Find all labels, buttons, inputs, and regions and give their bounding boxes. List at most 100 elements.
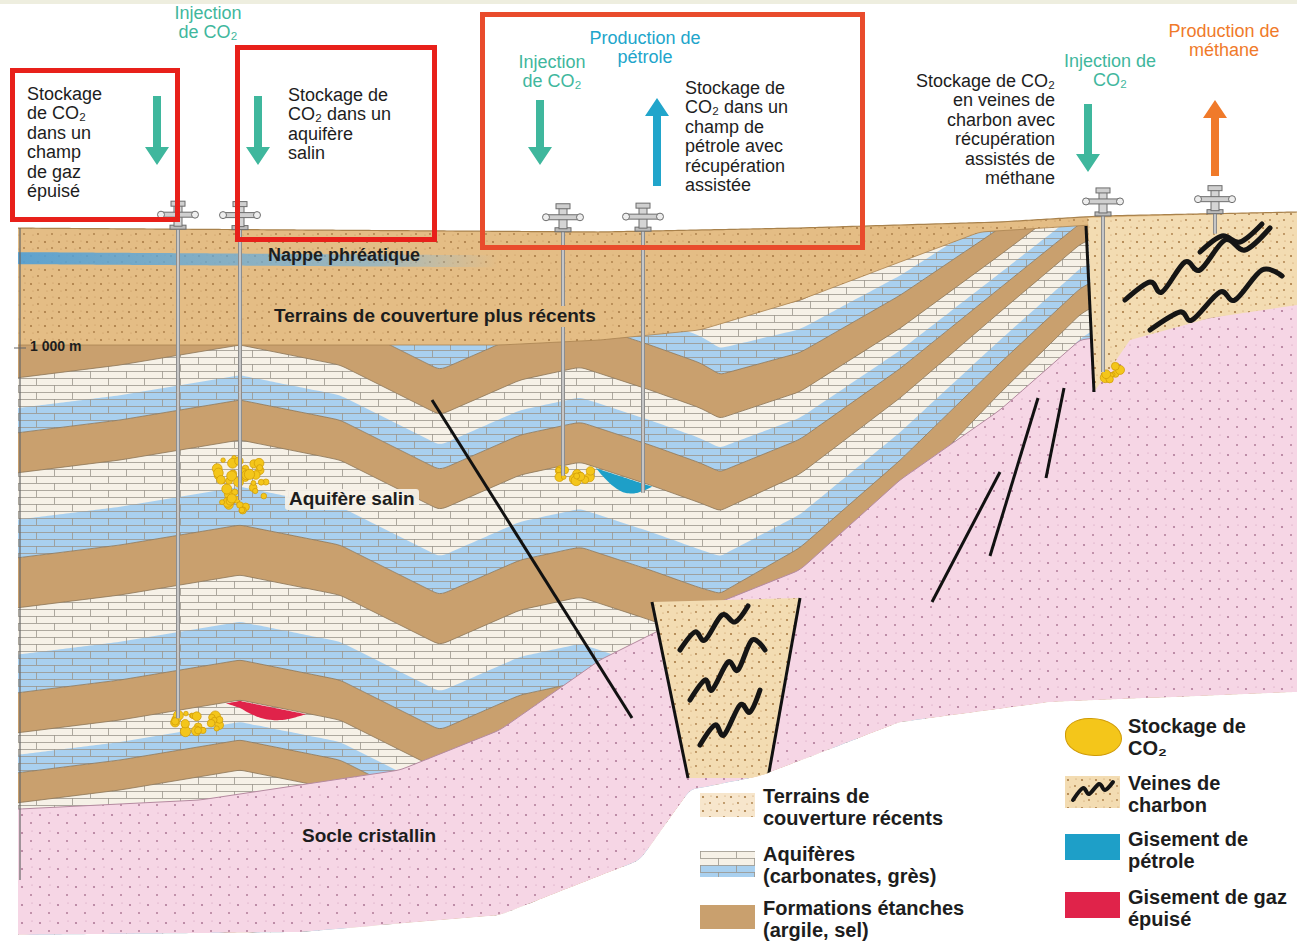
box-text: Stockage de CO₂ dans un champ de gaz épu… (27, 85, 103, 202)
co2-bubble (257, 465, 263, 471)
well-pipe-core (562, 232, 563, 476)
wellhead-cap (556, 204, 570, 209)
co2-bubble (222, 484, 232, 494)
coal-seam (1200, 224, 1262, 252)
co2-bubble (556, 467, 562, 473)
well-pipe (641, 231, 645, 493)
co2-bubble (195, 727, 202, 734)
coal-seam (700, 690, 760, 745)
co2-bubble (214, 726, 219, 731)
legend-text: Stockage de CO₂ (1128, 715, 1288, 759)
co2-bubble (239, 507, 245, 513)
wellhead-valve (220, 212, 227, 219)
co2-bubble (261, 493, 267, 499)
co2-bubble (171, 718, 180, 727)
wellhead-valve (1083, 198, 1090, 205)
co2-bubble (258, 479, 264, 485)
fault-line (1086, 226, 1094, 392)
well-pipe (1213, 214, 1217, 234)
wellhead-valve (543, 214, 550, 221)
coal-seam (1150, 269, 1282, 330)
co2-bubble (253, 488, 258, 493)
legend-swatch (700, 905, 755, 929)
wellhead-cap (1208, 186, 1222, 191)
wellhead-cap (1096, 188, 1110, 193)
crystalline-basement (18, 300, 1297, 935)
co2-bubble (184, 711, 189, 716)
depleted-gas-field (226, 701, 306, 720)
legend-sample (700, 793, 755, 817)
well-pipe-core (1102, 216, 1103, 372)
legend-swatch (1065, 718, 1122, 756)
legend-swatch (1065, 834, 1120, 860)
co2-bubble (244, 469, 254, 479)
fault-line (990, 398, 1038, 556)
legend-sample (1065, 776, 1120, 808)
fault-line (432, 400, 632, 718)
legend-text: Gisement de pétrole (1128, 828, 1288, 872)
sample-dots (1065, 776, 1120, 808)
fault-line (932, 472, 1000, 602)
annotation-label: Nappe phréatique (268, 246, 420, 265)
wellhead (220, 202, 261, 230)
storage-box: Injection de CO₂Production de pétroleSto… (480, 12, 865, 250)
coal-seam (690, 639, 765, 700)
wellhead-valve (192, 211, 199, 218)
graben-texture (652, 598, 800, 778)
box-text: Stockage de CO₂ dans un champ de pétrole… (685, 79, 803, 196)
box-text: Stockage de CO₂ dans un aquifère salin (288, 86, 392, 164)
wellhead (623, 203, 664, 231)
wellhead-valve (1117, 198, 1124, 205)
wellhead-valve (577, 214, 584, 221)
annotation-label: Injection de CO₂ (162, 4, 254, 43)
legend-text: Veines de charbon (1128, 772, 1288, 816)
sample-bricks (700, 851, 755, 877)
flow-arrow (645, 98, 669, 186)
flow-arrow (528, 100, 552, 165)
co2-bubble (227, 494, 236, 503)
legend-text: Terrains de couverture récents (763, 785, 968, 829)
wellhead-bar (225, 213, 255, 218)
layer-boundary (18, 300, 1297, 809)
co2-bubble (239, 507, 246, 514)
co2-bubble (192, 712, 201, 721)
depth-scale (14, 228, 26, 880)
box-text: Injection de CO₂ (510, 53, 594, 92)
legend-sample (700, 851, 755, 877)
coal-basin (1088, 212, 1297, 392)
flow-arrow (145, 96, 169, 165)
well-pipe-core (642, 231, 643, 493)
legend-swatch (1065, 892, 1120, 918)
annotation-label: Injection de CO₂ (1062, 52, 1158, 91)
co2-bubble (217, 476, 226, 485)
wellhead-cap (636, 203, 650, 208)
sample-fill (1065, 776, 1120, 808)
co2-bubble (586, 467, 594, 475)
co2-bubble (191, 726, 201, 736)
fault-line (1046, 388, 1064, 478)
wellhead (1195, 186, 1236, 214)
co2-bubble (221, 458, 226, 463)
co2-bubble (251, 481, 256, 486)
annotation-label: Aquifère salin (285, 489, 419, 510)
annotation-label: Production de méthane (1162, 22, 1286, 61)
co2-bubble (1111, 362, 1119, 370)
well-pipe (238, 230, 242, 500)
annotation-label: Stockage de CO₂ en veines de charbon ave… (915, 72, 1055, 189)
fault-line (768, 598, 800, 778)
annotation-label: Terrains de couverture plus récents (270, 306, 600, 327)
water-table (18, 252, 498, 267)
co2-bubble (171, 718, 178, 725)
coal-seam (680, 606, 748, 650)
wellhead-valve (254, 212, 261, 219)
well-pipe (176, 229, 180, 718)
well-pipe-core (1214, 214, 1215, 234)
wells-and-arrows (14, 96, 1297, 880)
well-pipe-core (177, 229, 178, 718)
flow-arrow (1076, 104, 1100, 172)
sample-seam (1073, 782, 1113, 800)
